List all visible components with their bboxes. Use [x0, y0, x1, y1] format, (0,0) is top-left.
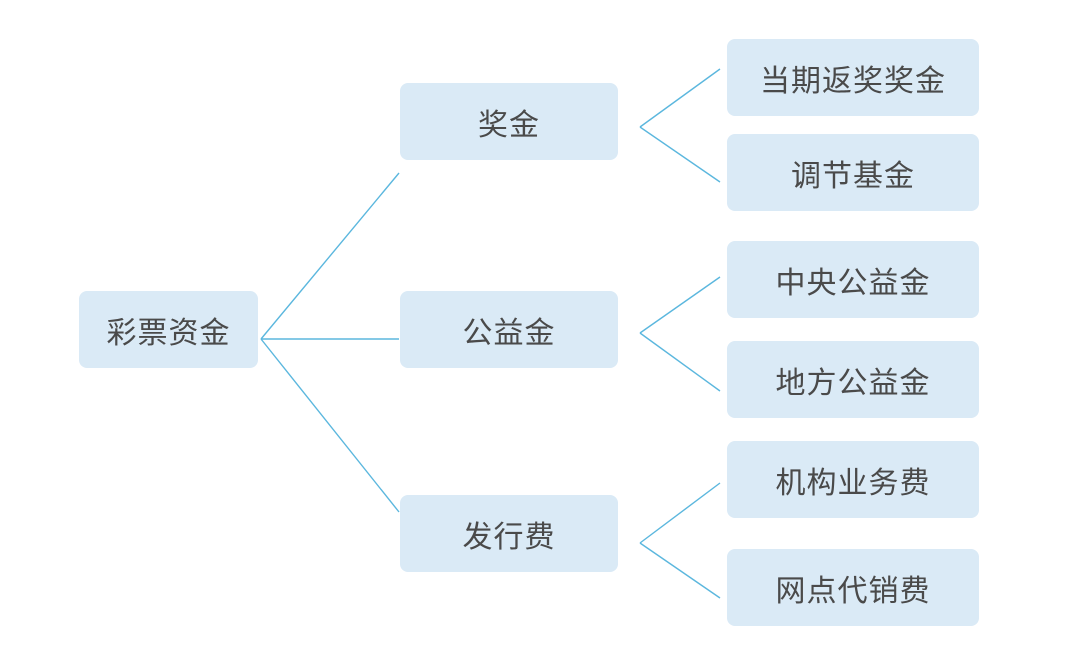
connector-root-to-jiangjin: [260, 172, 400, 340]
branch-node-gongyijin: 公益金: [400, 291, 618, 368]
leaf-node-label: 中央公益金: [775, 265, 931, 301]
leaf-node-label: 机构业务费: [775, 465, 931, 501]
leaf-node-zhongyang-gongyijin: 中央公益金: [727, 241, 979, 318]
connector-jiangjin-to-child1: [639, 68, 721, 128]
leaf-node-dangqi-fanjiang: 当期返奖奖金: [727, 39, 979, 116]
connector-gongyijin-to-child2: [639, 332, 721, 392]
leaf-node-wangdian-daixiaofei: 网点代销费: [727, 549, 979, 626]
branch-node-label: 公益金: [462, 315, 556, 351]
connector-faxingfei-to-child1: [639, 482, 721, 544]
root-node: 彩票资金: [79, 291, 258, 368]
connector-faxingfei-to-child2: [639, 542, 721, 599]
leaf-node-tiaojie-jijin: 调节基金: [727, 134, 979, 211]
branch-node-label: 奖金: [478, 107, 540, 143]
branch-node-faxingfei: 发行费: [400, 495, 618, 572]
leaf-node-label: 地方公益金: [775, 365, 931, 401]
connector-jiangjin-to-child2: [639, 126, 721, 183]
connector-gongyijin-to-child1: [639, 276, 721, 334]
branch-node-label: 发行费: [462, 519, 556, 555]
leaf-node-label: 当期返奖奖金: [760, 63, 946, 99]
branch-node-jiangjin: 奖金: [400, 83, 618, 160]
leaf-node-jigou-yewufei: 机构业务费: [727, 441, 979, 518]
connector-root-to-faxingfei: [260, 338, 400, 513]
leaf-node-difang-gongyijin: 地方公益金: [727, 341, 979, 418]
leaf-node-label: 网点代销费: [775, 573, 931, 609]
root-node-label: 彩票资金: [106, 315, 231, 351]
leaf-node-label: 调节基金: [791, 158, 915, 194]
